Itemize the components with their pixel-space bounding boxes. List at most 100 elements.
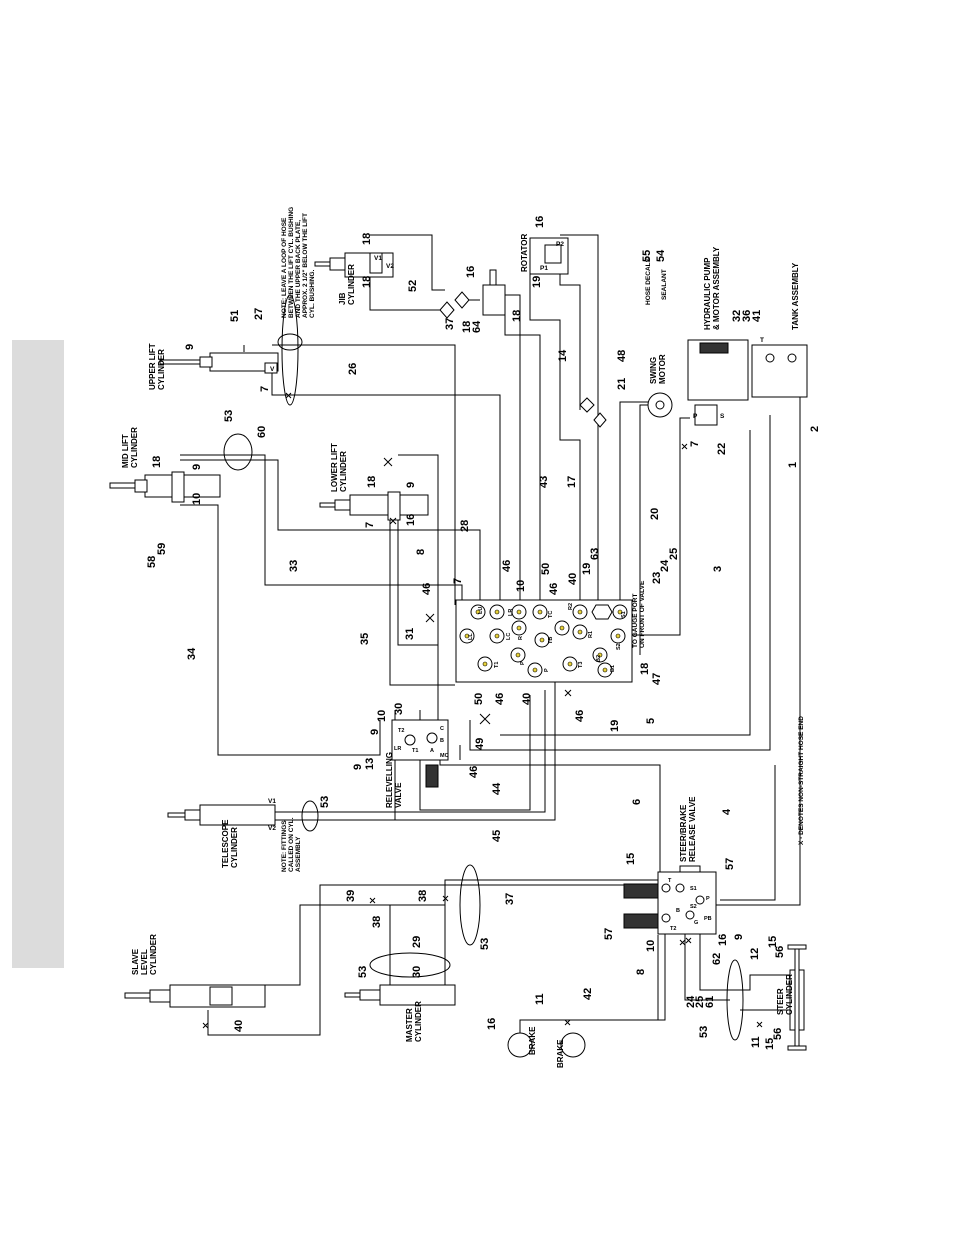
svg-text:TELESCOPECYLINDER: TELESCOPECYLINDER [221,819,239,868]
port-t1-relev: T1 [412,748,418,754]
callout-9: 9 [352,764,364,770]
callout-10: 10 [645,940,657,952]
callout-9: 9 [405,482,417,488]
callout-45: 45 [491,830,503,842]
callout-54: 54 [655,249,667,262]
callout-5: 5 [645,718,657,724]
port-p2-rotator: P2 [556,241,564,248]
port-lr: LR [508,609,514,616]
telescope-cylinder: V1 V2 [167,798,276,832]
label-steer-1: STEER [776,988,785,1015]
svg-text:SLAVELEVELCYLINDER: SLAVELEVELCYLINDER [131,934,158,975]
port-t-tank: T [760,337,764,344]
callout-46: 46 [574,710,586,722]
callout-7: 7 [689,441,701,447]
callout-46: 46 [548,583,560,595]
svg-text:JIBCYLINDER: JIBCYLINDER [338,264,356,305]
callout-24: 24 [685,995,697,1008]
label-rotator: ROTATOR [520,234,529,272]
hydraulic-pump-motor: P S [687,339,749,426]
callout-16: 16 [465,266,477,278]
port-b-relev: B [440,738,444,744]
callout-52: 52 [407,280,419,292]
callout-24: 24 [659,559,671,572]
label-upper-lift-2: CYLINDER [157,349,166,390]
callout-6: 6 [631,799,643,805]
callout-26: 26 [347,363,359,375]
port-b1: B1 [610,665,616,672]
note-loop-5: CYL. BUSHING. [309,269,316,318]
note-loop-1: NOTE: LEAVE A LOOP OF HOSE [281,217,288,318]
callout-40: 40 [567,573,579,585]
label-steer-brake-1: STEER/BRAKE [679,804,688,862]
callout-49: 49 [474,738,486,750]
label-upper-lift-1: UPPER LIFT [148,343,157,390]
callout-38: 38 [417,890,429,902]
callout-64: 64 [471,320,483,333]
note-hose-end: X - DENOTES NON-STRAIGHT HOSE END [798,716,805,845]
svg-text:HYDRAULIC PUMP& MOTOR ASSEMBLY: HYDRAULIC PUMP& MOTOR ASSEMBLY [703,246,721,330]
note-fittings-3: ASSEMBLY [295,836,302,872]
port-c-relev: C [440,726,444,732]
port-t2-relev: T2 [398,728,404,734]
callout-16: 16 [405,514,417,526]
callout-18: 18 [511,310,523,322]
callout-10: 10 [515,580,527,592]
callout-34: 34 [186,647,198,660]
port-r1: R1 [588,631,594,638]
callout-11: 11 [750,1036,762,1048]
callout-40: 40 [521,693,533,705]
valve-diamond-d [593,412,607,428]
callout-63: 63 [589,548,601,560]
svg-text:NOTE: FITTINGS CALLED ON: NOTE: FITTINGS CALLED ON CYL. ASSEMBLY [281,816,302,872]
note-sealant: SEALANT [661,269,668,300]
callout-11: 11 [534,993,546,1005]
callout-23: 23 [651,572,663,584]
note-hose-decals: HOSE DECALS [645,257,652,305]
callout-18: 18 [151,456,163,468]
port-s1: S1 [621,611,627,618]
callout-2: 2 [809,426,821,432]
label-slave-3: CYLINDER [149,934,158,975]
upper-lift-cylinder: V [159,352,279,374]
port-t-steer: T [668,878,672,884]
callout-36: 36 [741,310,753,322]
port-a-relev: A [430,748,434,754]
callout-43: 43 [538,476,550,488]
port-v1-jib: V1 [374,255,382,262]
port-t2-steer: T2 [670,926,676,932]
callout-50: 50 [540,563,552,575]
callout-9: 9 [191,464,203,470]
callout-18: 18 [361,276,373,288]
port-b-steer: B [676,908,680,914]
hose-bundles [223,294,744,1041]
callout-48: 48 [616,350,628,362]
callout-25: 25 [668,548,680,560]
callout-61: 61 [704,996,716,1008]
port-pb-steer: PB [704,916,712,922]
callout-47: 47 [651,673,663,685]
port-ll: LL [468,633,474,640]
callout-16: 16 [486,1018,498,1030]
port-g-steer: G [694,920,698,926]
label-jib-2: CYLINDER [347,264,356,305]
callout-46: 46 [494,693,506,705]
note-fittings-1: NOTE: FITTINGS [281,820,288,872]
port-p1-rotator: P1 [540,265,548,272]
label-slave-2: LEVEL [140,949,149,975]
svg-text:NOTE: LEAVE A LOOP OF HOSE: NOTE: LEAVE A LOOP OF HOSE BETWEEN THE L… [281,205,316,318]
label-jib-1: JIB [338,292,347,305]
callout-46: 46 [501,560,513,572]
steer-cylinder [787,944,807,1051]
brake-right [560,1032,586,1058]
callout-37: 37 [444,318,456,330]
port-v1-tele: V1 [268,798,276,805]
port-t3: T3 [578,662,584,668]
label-steer-2: CYLINDER [785,974,794,1015]
jib-cylinder: V1 V2 [314,252,394,278]
port-s-pump: S [720,413,725,420]
port-p-steer: P [706,896,710,902]
port-lu: LU [478,607,484,614]
callout-4: 4 [721,808,733,815]
component-labels: UPPER LIFTCYLINDER MID LIFTCYLINDER LOWE… [121,234,800,1068]
